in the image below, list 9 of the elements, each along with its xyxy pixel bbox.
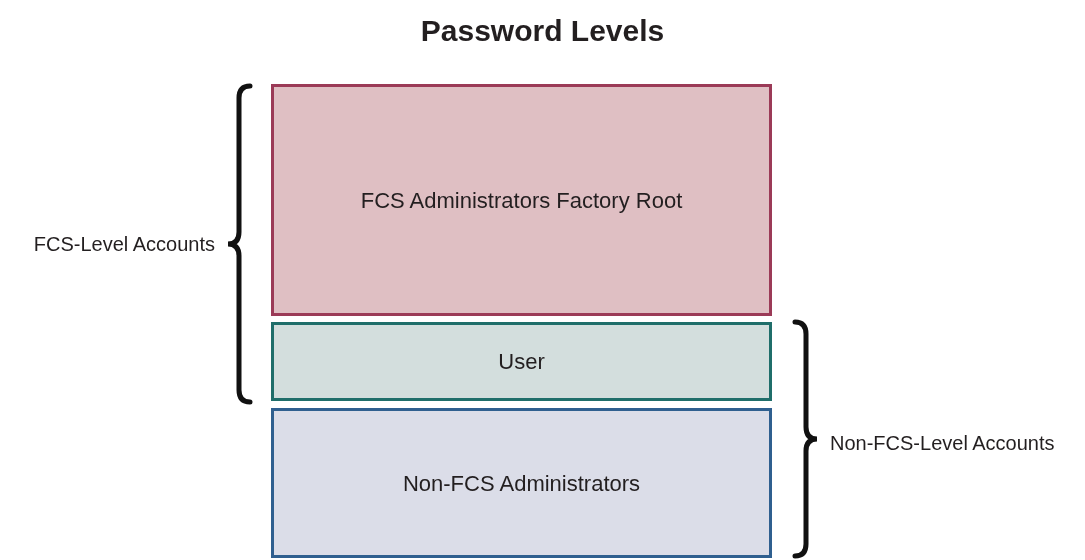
level-label: Non-FCS Administrators — [402, 469, 641, 498]
bracket-label: Non-FCS-Level Accounts — [830, 431, 1056, 456]
level-box — [271, 322, 772, 401]
level-box — [271, 408, 772, 558]
level-box — [271, 84, 772, 316]
bracket-label: FCS-Level Accounts — [32, 232, 215, 257]
level-label: User — [498, 348, 545, 376]
title: Password Levels — [419, 13, 666, 49]
level-label: FCS Administrators Factory Root — [360, 186, 683, 215]
